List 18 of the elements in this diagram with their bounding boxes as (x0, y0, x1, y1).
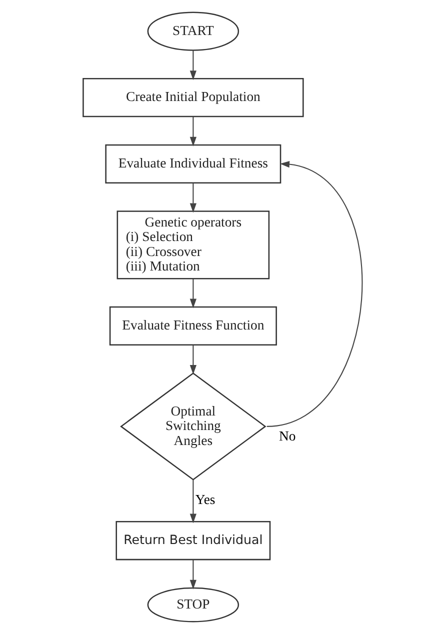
arrow (190, 278, 196, 308)
node-box: Return Best Individual (116, 521, 271, 560)
arrow (266, 160, 362, 427)
node-box: Create Initial Population (82, 78, 304, 118)
arrow (190, 50, 196, 80)
node-ellipse: STOP (147, 587, 240, 622)
node-box: Evaluate Individual Fitness (105, 144, 282, 184)
arrow (190, 182, 196, 213)
arrow (190, 345, 196, 374)
node-ellipse: START (147, 12, 240, 51)
arrow (190, 560, 196, 590)
edge-label: No (279, 428, 296, 444)
node-box: Genetic operators (i) Selection (ii) Crossover (iii) Mutation (116, 210, 270, 280)
edge-label: Yes (195, 492, 216, 508)
arrow (190, 480, 196, 524)
node-diamond: Optimal Switching Angles (120, 372, 266, 480)
arrow (190, 116, 196, 146)
node-box: Evaluate Fitness Function (109, 306, 277, 346)
